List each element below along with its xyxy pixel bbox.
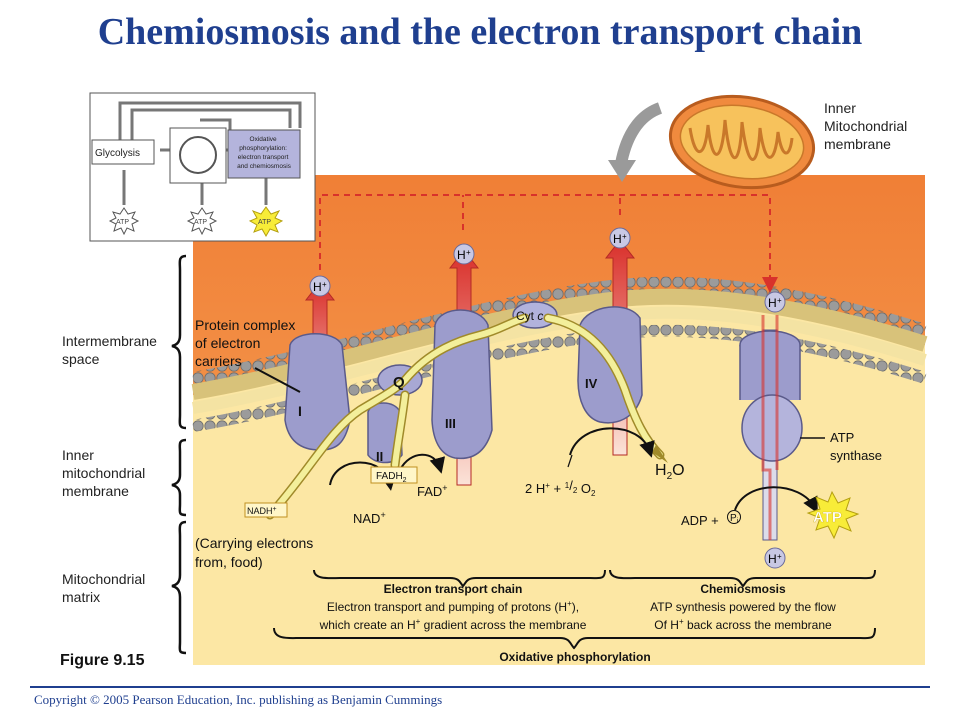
water-label: H2O <box>655 462 685 482</box>
proton-flow-dashed-path <box>319 194 778 293</box>
h-plus-3: H+ <box>609 227 631 249</box>
svg-text:H: H <box>768 296 777 310</box>
oxphos-inset-label: Oxidative phosphorylation: electron tran… <box>237 136 292 170</box>
h-plus-1: H+ <box>309 275 331 297</box>
svg-text:ATP: ATP <box>258 219 271 226</box>
inset-atp-3 <box>248 206 284 238</box>
bottom-braces <box>273 569 876 650</box>
svg-text:+: + <box>777 296 782 305</box>
slide-title: Chemiosmosis and the electron transport … <box>97 11 863 53</box>
svg-text:H: H <box>613 232 622 246</box>
svg-text:+: + <box>777 552 782 561</box>
left-braces <box>171 254 187 655</box>
fadh2-box <box>370 466 418 484</box>
complex-IV-label: IV <box>585 376 598 391</box>
footer-rule <box>30 686 930 688</box>
tick-line <box>567 454 573 468</box>
complex-I-label: I <box>298 403 302 419</box>
svg-text:ATP: ATP <box>194 219 207 226</box>
svg-text:H: H <box>313 280 322 294</box>
complex-I <box>284 333 351 451</box>
chemi-desc-line2: Of H+ back across the membrane <box>654 617 832 632</box>
etc-desc-line2: which create an H+ gradient across the m… <box>319 617 587 632</box>
protein-complex-pointer <box>254 367 301 393</box>
phosphate-label: Pi <box>730 513 739 525</box>
mito-membrane-label: Inner Mitochondrial membrane <box>824 100 911 152</box>
svg-text:H: H <box>457 248 466 262</box>
fad-label: FAD+ <box>417 483 448 499</box>
mitochondrion-icon <box>608 94 816 190</box>
oxphos-box <box>227 129 301 179</box>
svg-text:H: H <box>768 552 777 566</box>
copyright-text: Copyright © 2005 Pearson Education, Inc.… <box>34 692 443 707</box>
chemi-desc-line1: ATP synthesis powered by the flow <box>650 600 836 614</box>
cyt-c-label: Cyt c <box>516 309 543 323</box>
complex-III-label: III <box>445 416 456 431</box>
h-plus-4: H+ <box>764 291 786 313</box>
h-plus-2: H+ <box>453 243 475 265</box>
atp-label: ATP <box>813 509 842 526</box>
complex-II-label: II <box>376 449 383 464</box>
oxygen-equation: 2 H+ + 1/2 O2 <box>525 478 596 498</box>
nadh-label: NADH+ <box>247 506 277 516</box>
svg-text:ATP: ATP <box>116 219 129 226</box>
Q-label: Q <box>393 374 405 391</box>
inset-atp-1 <box>108 207 140 236</box>
electron-arrowhead <box>652 445 668 463</box>
fadh2-label: FADH2 <box>376 471 407 484</box>
glycolysis-label: Glycolysis <box>95 148 140 159</box>
krebs-cycle-icon <box>179 136 217 174</box>
etc-title: Electron transport chain <box>384 582 523 596</box>
phosphate-circle <box>727 510 741 524</box>
figure-label: Figure 9.15 <box>60 652 145 669</box>
carrying-electrons-label: (Carrying electrons from, food) <box>195 535 317 570</box>
chemi-title: Chemiosmosis <box>700 582 786 596</box>
svg-text:+: + <box>322 280 327 289</box>
protein-complex-label: Protein complex of electron carriers <box>195 317 299 369</box>
inset-atp-2 <box>186 207 218 236</box>
nadh-box <box>244 502 288 518</box>
atp-synthase-label: ATP synthase <box>830 430 882 463</box>
adp-label: ADP + <box>681 513 719 528</box>
inset-diagram: Glycolysis Oxidative phosphorylation: el… <box>89 92 316 242</box>
glycolysis-box <box>91 139 155 165</box>
svg-text:+: + <box>466 248 471 257</box>
nad-label: NAD+ <box>353 510 386 526</box>
atp-starburst <box>806 490 860 540</box>
svg-text:+: + <box>622 232 627 241</box>
proton-markers: H+ H+ H+ H+ H+ <box>309 227 786 569</box>
oxphos-title: Oxidative phosphorylation <box>499 650 650 664</box>
h-plus-5: H+ <box>764 547 786 569</box>
etc-desc-line1: Electron transport and pumping of proton… <box>327 599 579 614</box>
